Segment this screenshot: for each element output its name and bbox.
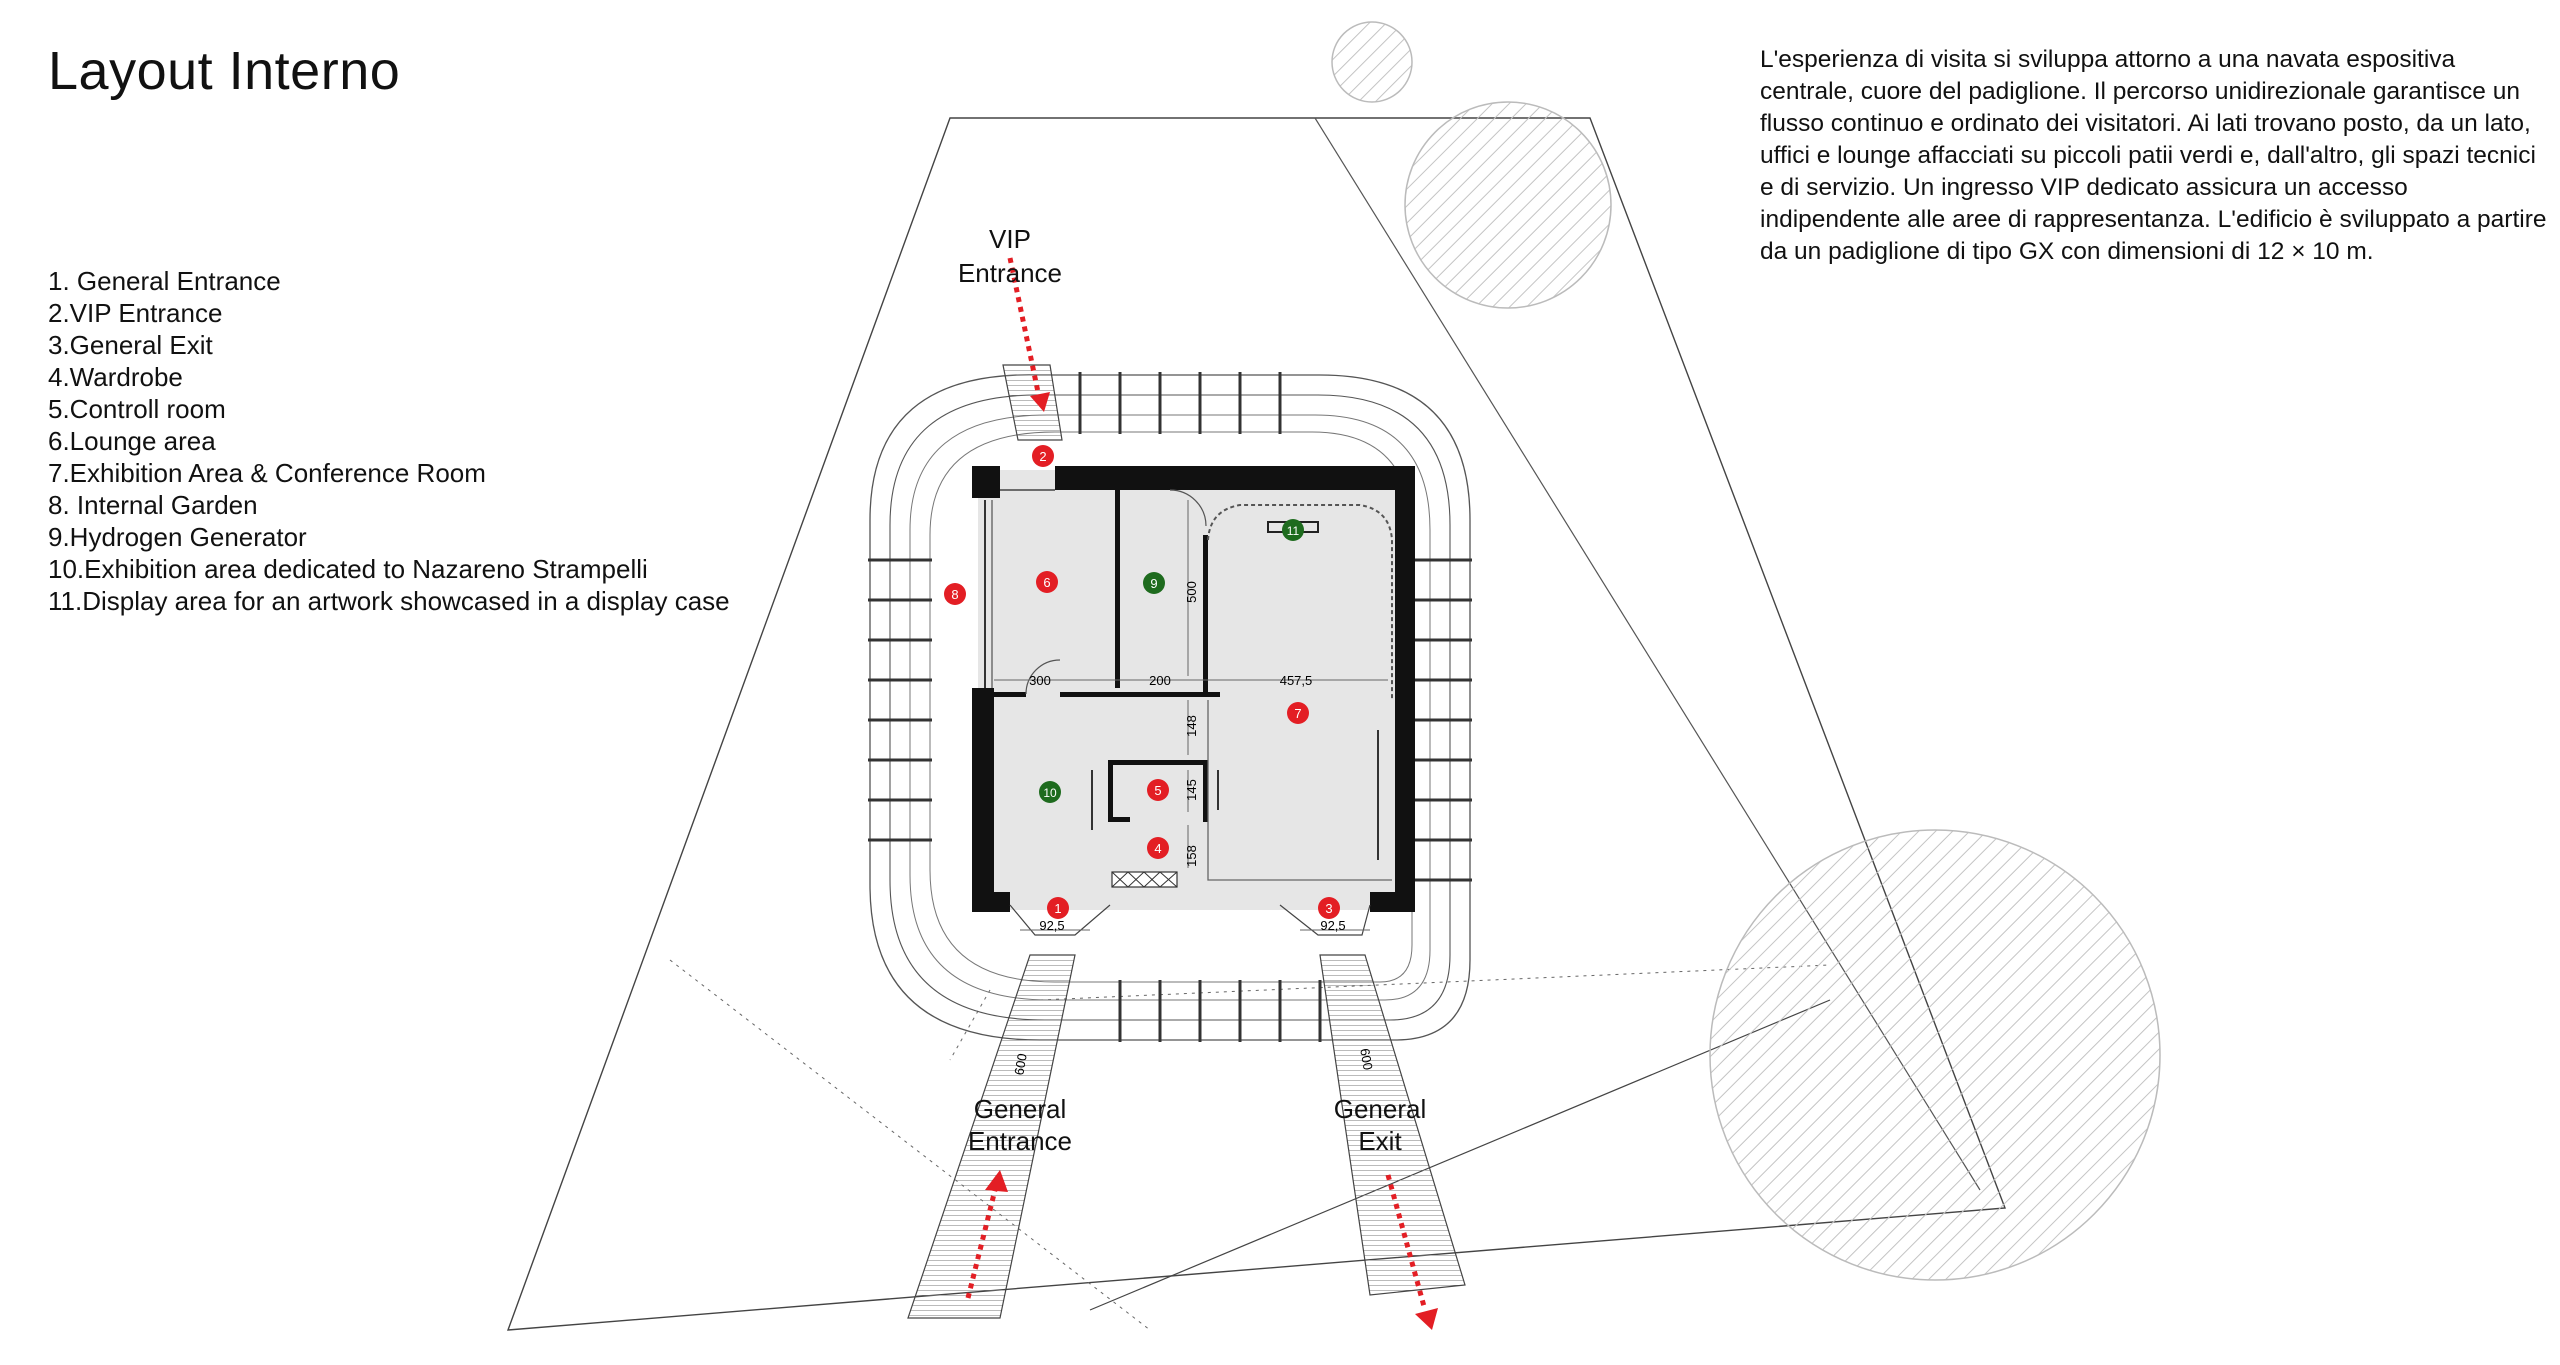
vip-entrance-label: VIP	[989, 224, 1031, 254]
legend-list: 1. General Entrance 2.VIP Entrance 3.Gen…	[48, 265, 730, 617]
general-exit-label: General	[1334, 1094, 1427, 1124]
svg-text:10: 10	[1043, 786, 1057, 800]
area-marker: 10	[1039, 781, 1061, 803]
area-marker: 1	[1047, 897, 1069, 919]
entrance-flow-arrow	[965, 1170, 1008, 1299]
entrance-ramp	[907, 954, 1076, 1319]
exit-ramp	[1319, 954, 1466, 1296]
area-marker: 8	[944, 583, 966, 605]
dimension-text: 457,5	[1280, 673, 1313, 688]
legend-item: 11.Display area for an artwork showcased…	[48, 586, 730, 616]
svg-text:8: 8	[951, 587, 958, 602]
svg-text:4: 4	[1154, 841, 1161, 856]
dimension-text: 200	[1149, 673, 1171, 688]
tree-medium	[1404, 101, 1612, 309]
area-marker: 11	[1282, 519, 1304, 541]
tree-small	[1331, 21, 1413, 103]
legend-item: 9.Hydrogen Generator	[48, 522, 307, 552]
area-marker: 3	[1318, 897, 1340, 919]
area-marker: 2	[1032, 445, 1054, 467]
entrance-lobby	[1009, 904, 1111, 936]
site-inner-line	[1039, 964, 1831, 1001]
interior-walls	[994, 490, 1220, 822]
legend-item: 5.Controll room	[48, 394, 226, 424]
svg-text:9: 9	[1150, 576, 1157, 591]
tree-large	[1709, 829, 2161, 1281]
dimension-text: 158	[1184, 845, 1199, 867]
building-floor	[978, 470, 1406, 910]
dimension-text: 600	[1357, 1047, 1376, 1071]
general-entrance-label: Entrance	[968, 1126, 1072, 1156]
wardrobe-cabinet-marks	[1111, 871, 1178, 888]
legend-item: 2.VIP Entrance	[48, 298, 223, 328]
dimension-text: 145	[1184, 779, 1199, 801]
legend-item: 1. General Entrance	[48, 266, 281, 296]
legend-item: 6.Lounge area	[48, 426, 216, 456]
svg-text:5: 5	[1154, 783, 1161, 798]
description-text: L'esperienza di visita si sviluppa attor…	[1760, 46, 2547, 265]
dimension-text: 300	[1029, 673, 1051, 688]
svg-text:3: 3	[1325, 901, 1332, 916]
area-marker: 7	[1287, 702, 1309, 724]
svg-text:7: 7	[1294, 706, 1301, 721]
site-inner-line	[669, 959, 1151, 1331]
legend-item: 10.Exhibition area dedicated to Nazareno…	[48, 554, 648, 584]
legend-item: 4.Wardrobe	[48, 362, 183, 392]
general-exit-label: Exit	[1358, 1126, 1402, 1156]
vip-entrance-label: Entrance	[958, 258, 1062, 288]
exit-lobby	[1279, 904, 1371, 936]
vip-ramp	[1002, 364, 1063, 441]
area-marker: 9	[1143, 572, 1165, 594]
dimension-text: 600	[1011, 1052, 1030, 1076]
site-inner-line	[949, 989, 991, 1061]
svg-text:2: 2	[1039, 449, 1046, 464]
area-marker: 5	[1147, 779, 1169, 801]
legend-item: 7.Exhibition Area & Conference Room	[48, 458, 486, 488]
door-swing	[1025, 659, 1061, 695]
svg-text:6: 6	[1043, 575, 1050, 590]
svg-text:1: 1	[1054, 901, 1061, 916]
curtain-partition	[1207, 504, 1393, 700]
outer-walls	[972, 466, 1415, 912]
general-entrance-label: General	[974, 1094, 1067, 1124]
page-title: Layout Interno	[48, 41, 401, 101]
dimension-text: 92,5	[1320, 918, 1345, 933]
legend-item: 3.General Exit	[48, 330, 213, 360]
area-marker: 4	[1147, 837, 1169, 859]
site-inner-line	[1089, 999, 1831, 1311]
terrace-posts	[868, 372, 1472, 1042]
wardrobe-cabinet	[1111, 871, 1178, 888]
svg-text:11: 11	[1287, 524, 1300, 538]
dimension-text: 148	[1184, 715, 1199, 737]
exit-flow-arrow	[1385, 1174, 1438, 1330]
vip-flow-arrow	[1007, 257, 1050, 412]
curtain-partition	[1207, 700, 1392, 881]
door-swing	[1169, 489, 1207, 527]
dimension-lines	[994, 500, 1388, 931]
dimension-text: 92,5	[1039, 918, 1064, 933]
area-marker: 6	[1036, 571, 1058, 593]
dimension-text: 500	[1184, 581, 1199, 603]
legend-item: 8. Internal Garden	[48, 490, 258, 520]
